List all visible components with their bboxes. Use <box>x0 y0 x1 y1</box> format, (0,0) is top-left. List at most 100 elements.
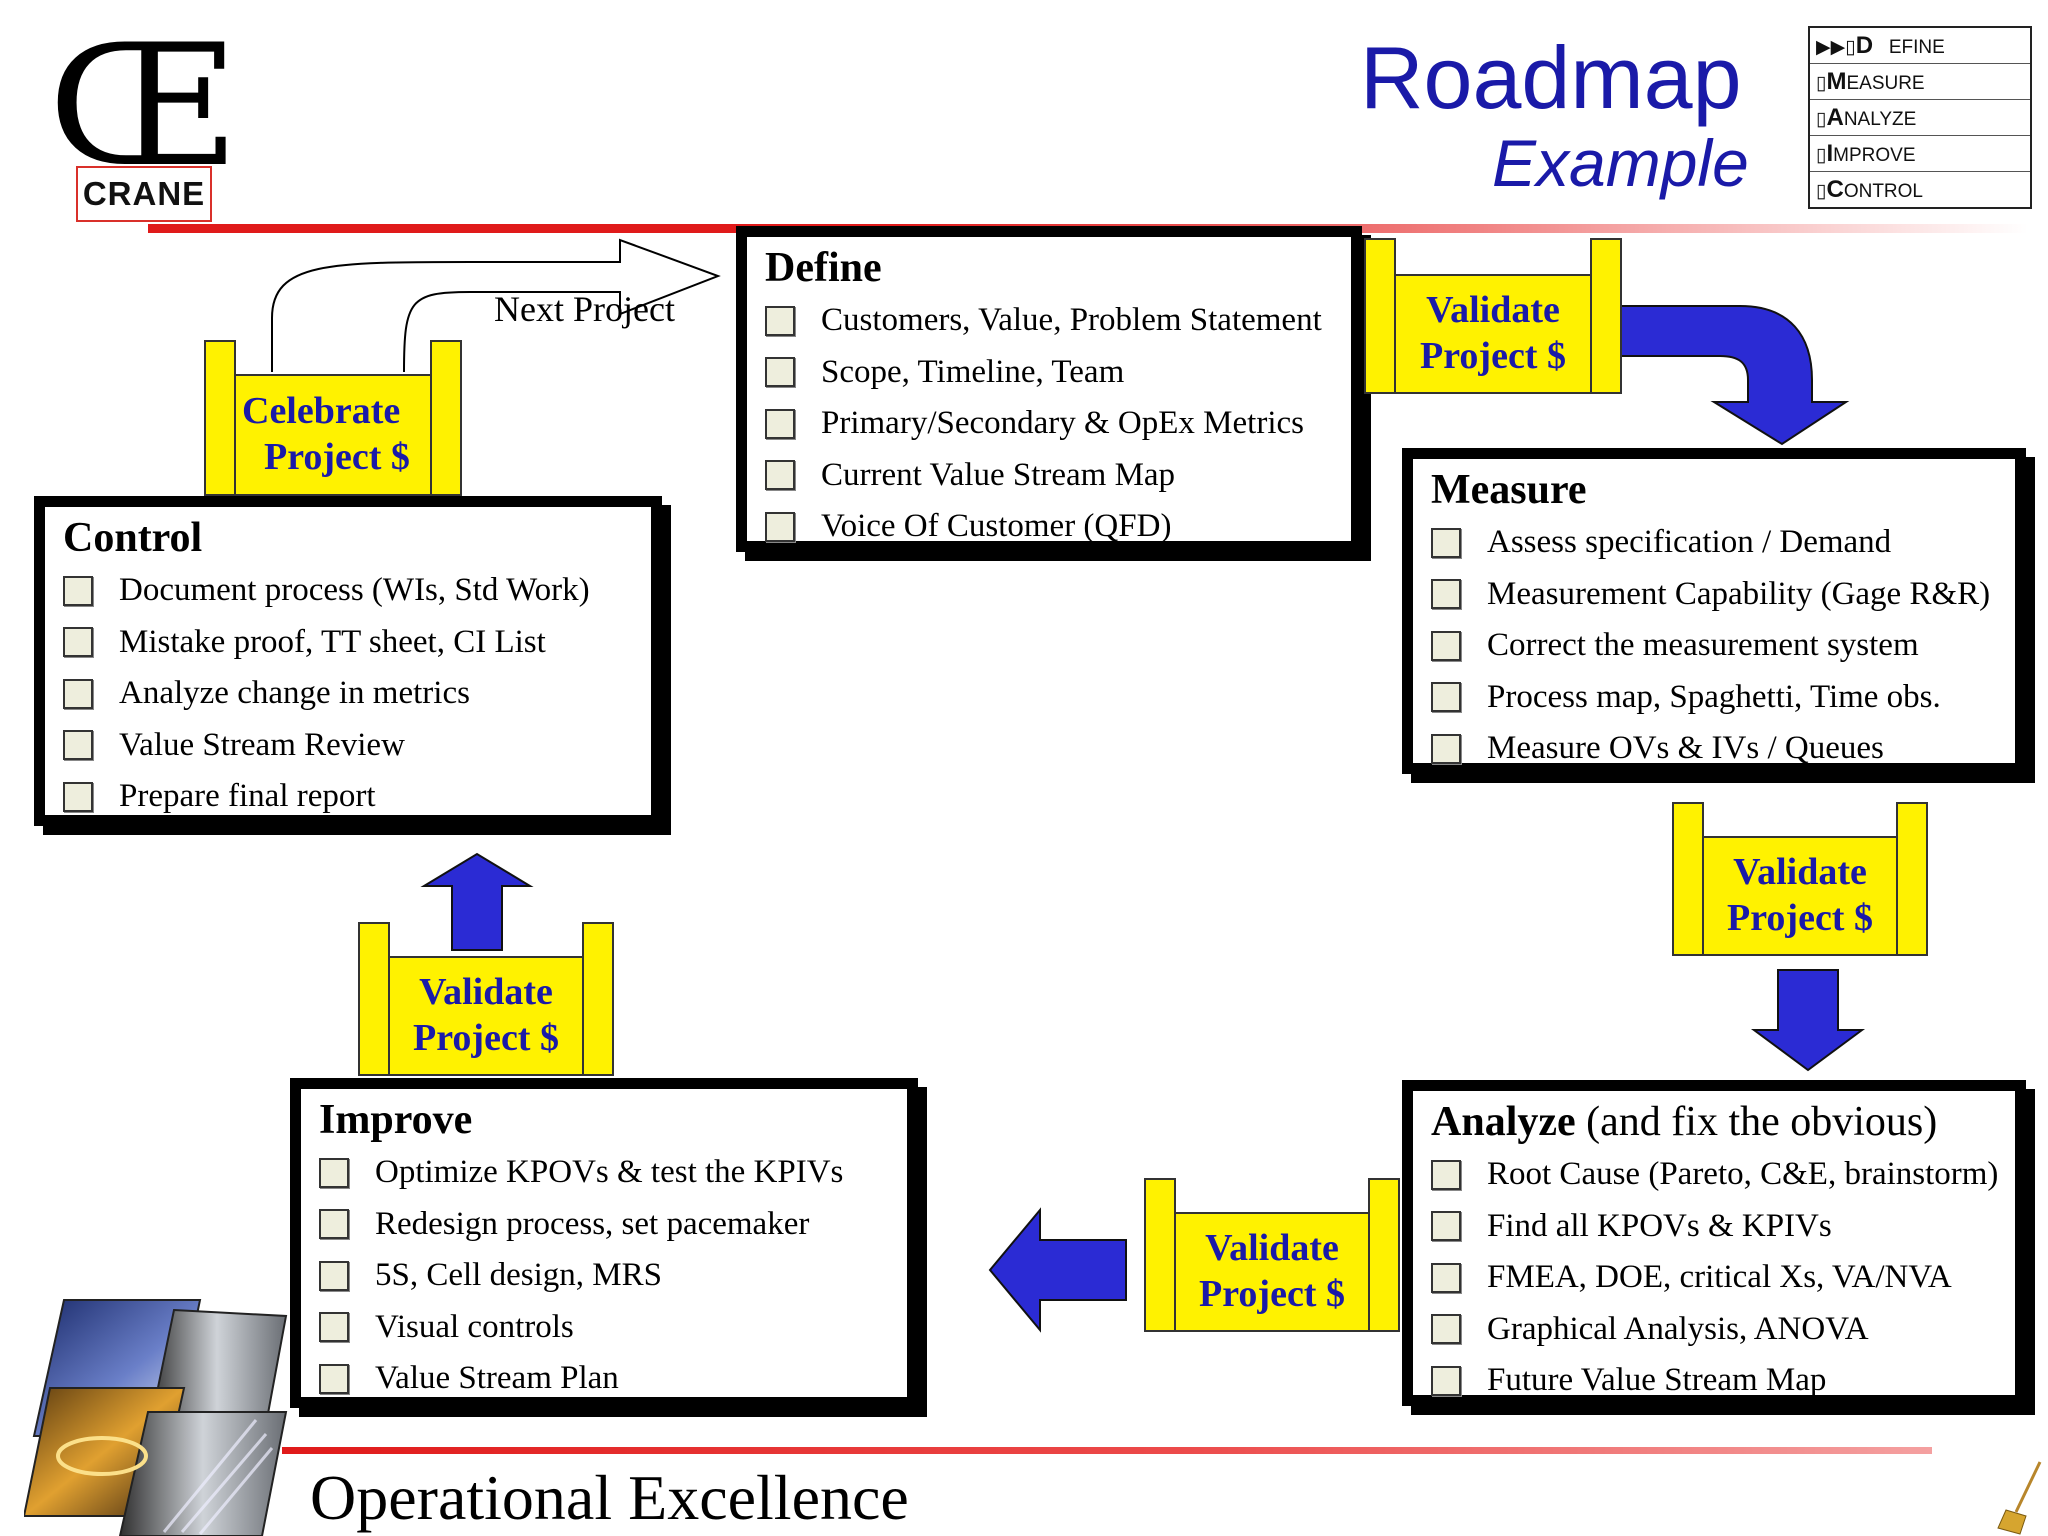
checkbox-icon: ▯ <box>1816 145 1827 166</box>
dmaic-control: ▯CONTROL <box>1816 176 1923 203</box>
checkbox-icon[interactable] <box>319 1157 349 1188</box>
validate-gate-improve: Validate Project $ <box>358 922 614 1076</box>
analyze-title: Analyze (and fix the obvious) <box>1431 1099 1938 1145</box>
control-title: Control <box>63 515 203 561</box>
footer-title: Operational Excellence <box>310 1462 909 1533</box>
dmaic-analyze: ▯ANALYZE <box>1810 100 2030 136</box>
arrow-down-icon <box>1750 969 1866 1072</box>
list-item[interactable]: Value Stream Review <box>63 720 651 772</box>
analyze-box: Analyze (and fix the obvious) Root Cause… <box>1402 1080 2026 1406</box>
list-item[interactable]: Document process (WIs, Std Work) <box>63 565 651 617</box>
checkbox-icon[interactable] <box>1431 1211 1461 1242</box>
list-item[interactable]: Analyze change in metrics <box>63 668 651 720</box>
define-title: Define <box>765 245 882 291</box>
gate-label: Validate <box>1426 289 1560 332</box>
list-item[interactable]: Voice Of Customer (QFD) <box>765 501 1351 553</box>
arrow-up-icon <box>420 852 534 951</box>
list-item[interactable]: Optimize KPOVs & test the KPIVs <box>319 1147 907 1199</box>
page-title: Roadmap <box>1360 28 1742 127</box>
checkbox-icon[interactable] <box>319 1209 349 1240</box>
celebrate-gate: Celebrate Project $ <box>204 340 462 496</box>
list-item[interactable]: Customers, Value, Problem Statement <box>765 295 1351 347</box>
checkbox-icon[interactable] <box>765 305 795 336</box>
crane-logo: CRANE <box>76 166 212 222</box>
photo-tile-turbine <box>118 1411 288 1536</box>
checkbox-icon: ▯ <box>1816 109 1827 130</box>
define-box: Define Customers, Value, Problem Stateme… <box>736 226 1362 552</box>
list-item[interactable]: FMEA, DOE, critical Xs, VA/NVA <box>1431 1252 2015 1304</box>
list-item[interactable]: Prepare final report <box>63 771 651 823</box>
checkbox-icon[interactable] <box>63 678 93 709</box>
bottom-red-rule <box>282 1447 1932 1454</box>
checkbox-icon[interactable] <box>63 627 93 658</box>
checkbox-icon[interactable] <box>1431 1262 1461 1293</box>
checkbox-icon[interactable] <box>765 357 795 388</box>
checkbox-icon[interactable] <box>1431 630 1461 661</box>
list-item[interactable]: Primary/Secondary & OpEx Metrics <box>765 398 1351 450</box>
checkbox-icon[interactable] <box>63 575 93 606</box>
list-item[interactable]: Future Value Stream Map <box>1431 1355 2015 1407</box>
list-item[interactable]: Assess specification / Demand <box>1431 517 2015 569</box>
list-item[interactable]: Graphical Analysis, ANOVA <box>1431 1304 2015 1356</box>
list-item[interactable]: 5S, Cell design, MRS <box>319 1250 907 1302</box>
checkbox-icon[interactable] <box>319 1363 349 1394</box>
list-item[interactable]: Visual controls <box>319 1302 907 1354</box>
broom-icon <box>1997 1461 2042 1535</box>
checkbox-icon[interactable] <box>1431 579 1461 610</box>
list-item[interactable]: Measurement Capability (Gage R&R) <box>1431 569 2015 621</box>
gate-label: Validate <box>1733 851 1867 894</box>
next-project-label: Next Project <box>494 289 675 329</box>
list-item[interactable]: Measure OVs & IVs / Queues <box>1431 723 2015 775</box>
control-box: Control Document process (WIs, Std Work)… <box>34 496 662 826</box>
photo-collage <box>24 1299 288 1536</box>
list-item[interactable]: Correct the measurement system <box>1431 620 2015 672</box>
gate-label: Validate <box>1205 1227 1339 1270</box>
list-item[interactable]: Scope, Timeline, Team <box>765 347 1351 399</box>
validate-gate-measure: Validate Project $ <box>1672 802 1928 956</box>
checkbox-icon[interactable] <box>319 1260 349 1291</box>
checkbox-icon[interactable] <box>765 408 795 439</box>
dmaic-improve: ▯IMPROVE <box>1810 136 2030 172</box>
checkbox-icon[interactable] <box>1431 527 1461 558</box>
list-item[interactable]: Find all KPOVs & KPIVs <box>1431 1201 2015 1253</box>
list-item[interactable]: Root Cause (Pareto, C&E, brainstorm) <box>1431 1149 2015 1201</box>
gate-label: Project $ <box>264 436 410 478</box>
arrow-left-icon <box>988 1207 1127 1333</box>
bent-arrow-down-icon <box>1619 305 1850 446</box>
checkbox-icon[interactable] <box>63 781 93 812</box>
dmaic-measure: ▯MEASURE <box>1810 64 2030 100</box>
validate-gate-define: Validate Project $ <box>1364 238 1622 394</box>
checkbox-icon[interactable] <box>765 511 795 542</box>
gate-label: Validate <box>419 971 553 1014</box>
measure-box: Measure Assess specification / Demand Me… <box>1402 448 2026 774</box>
improve-title: Improve <box>319 1097 473 1143</box>
checkbox-icon[interactable] <box>765 460 795 491</box>
gate-label: Project $ <box>1420 335 1566 377</box>
list-item[interactable]: Current Value Stream Map <box>765 450 1351 502</box>
oe-logo-mark: Œ <box>48 8 239 204</box>
dmaic-legend: ▶▶▯D EFINE ▯MEASURE ▯ANALYZE ▯IMPROVE ▯C… <box>1808 26 2032 209</box>
checkbox-icon[interactable] <box>1431 1314 1461 1345</box>
next-project-arrow-icon <box>271 238 721 373</box>
checkbox-icon[interactable] <box>1431 1365 1461 1396</box>
list-item[interactable]: Process map, Spaghetti, Time obs. <box>1431 672 2015 724</box>
checkbox-icon: ▯ <box>1816 181 1827 202</box>
list-item[interactable]: Value Stream Plan <box>319 1353 907 1405</box>
checkbox-icon[interactable] <box>1431 682 1461 713</box>
checkbox-icon[interactable] <box>1431 1159 1461 1190</box>
improve-box: Improve Optimize KPOVs & test the KPIVs … <box>290 1078 918 1408</box>
checkbox-icon[interactable] <box>319 1312 349 1343</box>
checkbox-icon[interactable] <box>1431 733 1461 764</box>
gate-label: Project $ <box>1199 1273 1345 1315</box>
page-subtitle: Example <box>1492 126 1749 200</box>
checkbox-icon: ▯ <box>1816 73 1827 94</box>
checkbox-icon[interactable] <box>63 730 93 761</box>
list-item[interactable]: Mistake proof, TT sheet, CI List <box>63 617 651 669</box>
list-item[interactable]: Redesign process, set pacemaker <box>319 1199 907 1251</box>
gate-label: Celebrate <box>242 390 401 433</box>
measure-title: Measure <box>1431 467 1587 513</box>
gate-label: Project $ <box>1727 897 1873 939</box>
double-arrow-icon: ▶▶▯ <box>1816 37 1856 58</box>
gate-label: Project $ <box>413 1017 559 1059</box>
